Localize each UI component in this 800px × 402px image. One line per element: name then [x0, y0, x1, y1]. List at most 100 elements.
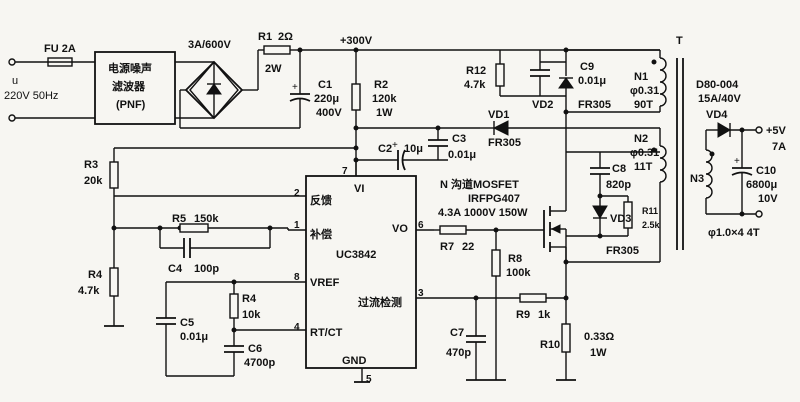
mosfet-title: N 沟道MOSFET: [440, 177, 519, 191]
bridge-rating: 3A/600V: [188, 39, 231, 51]
c5-value: 0.01μ: [180, 331, 208, 343]
core-model: D80-004: [696, 79, 739, 91]
r2-value: 120k: [372, 93, 397, 105]
r8-name: R8: [508, 253, 522, 265]
c9-value: 0.01μ: [578, 75, 606, 87]
bridge-rectifier: 3A/600V: [179, 39, 300, 129]
n2-name: N2: [634, 133, 648, 145]
fuse-fu: FU 2A: [44, 43, 95, 67]
output-section: D80-004 15A/40V VD4 +5V 7A N3 + C10 6800…: [690, 79, 787, 239]
ic-pin5: 5: [366, 374, 372, 385]
r4b-value: 10k: [242, 309, 261, 321]
filter-line1: 电源噪声: [108, 61, 152, 75]
c8-value: 820p: [606, 179, 631, 191]
vd2-type: FR305: [578, 99, 611, 111]
input-u-label: u: [12, 75, 18, 87]
r10-value: 0.33Ω: [584, 331, 614, 343]
ic-comp-label: 补偿: [309, 227, 332, 241]
c10-value: 6800μ: [746, 179, 777, 191]
ic-pin6: 6: [418, 220, 424, 231]
transformer-label: T: [676, 35, 683, 47]
r9-name: R9: [516, 309, 530, 321]
core-rating: 15A/40V: [698, 93, 741, 105]
resistor-r2: R2 120k 1W: [351, 50, 397, 172]
current-sense: R9 1k C7 470p R10 0.33Ω 1W: [434, 259, 660, 381]
ic-vo-label: VO: [392, 223, 408, 235]
c7-value: 470p: [446, 347, 471, 359]
mosfet-model: IRFPG407: [468, 193, 520, 205]
noise-filter-box: 电源噪声 滤波器 (PNF): [94, 51, 214, 125]
c8-name: C8: [612, 163, 626, 175]
r3-name: R3: [84, 159, 98, 171]
ic-uc3842: VI 反馈 补偿 UC3842 VREF RT/CT 过流检测 VO GND 7…: [288, 166, 434, 385]
c4-name: C4: [168, 263, 183, 275]
r1-value: 2Ω: [278, 31, 293, 43]
c1-value: 220μ: [314, 93, 339, 105]
r2-power: 1W: [376, 107, 393, 119]
r1-name: R1: [258, 31, 272, 43]
c9-name: C9: [580, 61, 594, 73]
r8-value: 100k: [506, 267, 531, 279]
snubber-network: R12 4.7k C9 0.01μ VD2 FR305: [464, 47, 611, 115]
c2-name: C2: [378, 143, 392, 155]
vd3-type: FR305: [606, 245, 639, 257]
r5-name: R5: [172, 213, 186, 225]
ic-rtct-label: RT/CT: [310, 327, 343, 339]
vd2-name: VD2: [532, 99, 553, 111]
r4a-value: 4.7k: [78, 285, 100, 297]
c6-name: C6: [248, 343, 262, 355]
c10-voltage: 10V: [758, 193, 778, 205]
mosfet-q1: N 沟道MOSFET IRFPG407 4.3A 1000V 150W: [438, 152, 567, 262]
r7-name: R7: [440, 241, 454, 253]
c1-name: C1: [318, 79, 332, 91]
c4-value: 100p: [194, 263, 219, 275]
c5-name: C5: [180, 317, 194, 329]
c1-voltage: 400V: [316, 107, 342, 119]
svg-text:+: +: [292, 82, 298, 93]
filter-line2: 滤波器: [112, 79, 146, 93]
vd4-name: VD4: [706, 109, 728, 121]
c2-value: 10μ: [404, 143, 423, 155]
winding-n2: N2 φ0.31 11T C8 820p VD3 FR305 R11 2.5k: [565, 127, 667, 262]
c3-name: C3: [452, 133, 466, 145]
vd1-type: FR305: [488, 137, 521, 149]
resistor-r1: R1 2Ω 2W: [258, 31, 300, 75]
r9-value: 1k: [538, 309, 551, 321]
bus-label: +300V: [340, 35, 373, 47]
ic-pin1: 1: [294, 220, 300, 231]
feedback-network: R3 20k R5 150k C4 100p R4 4.7k: [78, 145, 359, 327]
fuse-label: FU 2A: [44, 43, 76, 55]
r7-value: 22: [462, 241, 474, 253]
output-voltage: +5V: [766, 125, 787, 137]
r12-value: 4.7k: [464, 79, 486, 91]
ic-pin7: 7: [342, 166, 348, 177]
n1-turns: 90T: [634, 99, 653, 111]
r10-name: R10: [540, 339, 560, 351]
r11-value: 2.5k: [642, 220, 661, 230]
c7-name: C7: [450, 327, 464, 339]
r2-name: R2: [374, 79, 388, 91]
filter-line3: (PNF): [116, 99, 146, 111]
ic-feedback-label: 反馈: [310, 193, 332, 207]
capacitor-c1: + C1 220μ 400V: [289, 50, 342, 128]
n3-name: N3: [690, 173, 704, 185]
r4b-name: R4: [242, 293, 257, 305]
n3-wire-spec: φ1.0×4 4T: [708, 227, 760, 239]
timing-network: C5 0.01μ R4 10k C6 4700p: [156, 279, 288, 377]
c6-value: 4700p: [244, 357, 275, 369]
transformer-core: T: [676, 35, 684, 250]
r5-value: 150k: [194, 213, 219, 225]
ac-input: u 220V 50Hz: [4, 58, 95, 122]
vi-supply-network: VD1 FR305 + C2 10μ C3 0.01μ: [353, 109, 567, 176]
r1-power: 2W: [265, 63, 282, 75]
r11-name: R11: [642, 206, 658, 216]
r4a-name: R4: [88, 269, 103, 281]
ic-pin2: 2: [294, 188, 300, 199]
r12-name: R12: [466, 65, 486, 77]
winding-n1: N1 φ0.31 90T: [566, 49, 667, 113]
ic-name-label: UC3842: [336, 249, 376, 261]
ic-gnd-label: GND: [342, 355, 367, 367]
svg-text:+: +: [734, 156, 740, 167]
